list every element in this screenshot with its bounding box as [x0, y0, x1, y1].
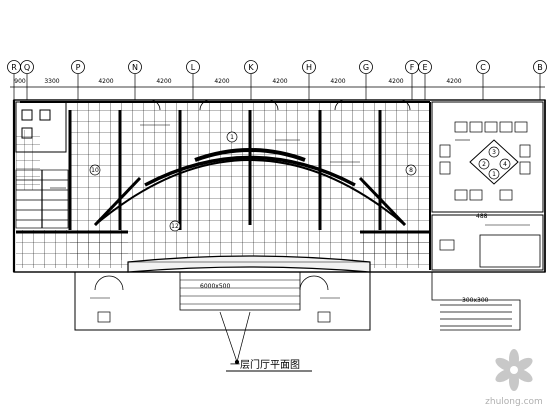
dimension-note: 488: [476, 213, 488, 220]
axis-label: K: [248, 63, 254, 72]
axis-bubble-c: C: [476, 60, 490, 74]
plan-tag: 12: [171, 223, 179, 230]
axis-label: R: [11, 63, 17, 72]
axis-bubble-l: L: [186, 60, 200, 74]
dimension-line-top: [10, 74, 545, 100]
axis-label: E: [422, 63, 427, 72]
plan-tag: 1: [230, 134, 234, 141]
drawing-title: 一层门厅平面图: [230, 358, 300, 371]
axis-label: F: [410, 63, 415, 72]
watermark-text: zhulong.com: [485, 397, 543, 407]
top-left-rooms: [15, 101, 67, 153]
diagonal-walls: [93, 176, 407, 227]
hall-walls: [16, 99, 431, 270]
axis-bubble-k: K: [244, 60, 258, 74]
left-stair: [15, 169, 69, 229]
diamond-tag: 4: [503, 161, 507, 168]
axis-label: C: [480, 63, 486, 72]
dimension-label: 4200: [214, 78, 229, 85]
axis-bubble-r: R: [7, 60, 21, 74]
diamond-tag: 2: [482, 161, 486, 168]
axis-bubble-p: P: [71, 60, 85, 74]
dimension-label: 4200: [98, 78, 113, 85]
dimension-labels: 900 3300 4200 4200 4200 4200 4200 4200 4…: [14, 78, 462, 85]
dimension-label: 3300: [44, 78, 59, 85]
dimension-notes: 6000x500 300x300 488: [200, 213, 489, 304]
plan-tag: 10: [91, 167, 99, 174]
axis-bubble-q: Q: [20, 60, 34, 74]
plan-tags: 1 10 12 8: [89, 131, 417, 232]
axis-bubble-n: N: [128, 60, 142, 74]
dimension-note: 300x300: [462, 297, 489, 304]
entrance-canopy: [127, 255, 371, 273]
plan-tag: 8: [409, 167, 413, 174]
axis-bubble-g: G: [359, 60, 373, 74]
front-structure: [74, 271, 371, 365]
axis-label: G: [363, 63, 369, 72]
lounge-area: [431, 101, 544, 213]
watermark-logo: [495, 349, 533, 391]
dimension-label: 4200: [330, 78, 345, 85]
room-label-marks: [50, 124, 530, 299]
dimension-label: 4200: [388, 78, 403, 85]
diamond-table-tags: 3 2 1 4: [478, 146, 511, 180]
dimension-label: 4200: [156, 78, 171, 85]
dimension-label: 4200: [446, 78, 461, 85]
right-lower-rooms: [431, 214, 544, 271]
diamond-tag: 1: [492, 171, 496, 178]
dimension-label: 900: [14, 78, 26, 85]
axis-bubble-f: F: [405, 60, 419, 74]
axis-label: B: [537, 63, 543, 72]
axis-label: H: [306, 63, 312, 72]
diamond-tag: 3: [492, 149, 496, 156]
axis-label: P: [76, 63, 81, 72]
axis-bubble-e: E: [418, 60, 432, 74]
axis-label: N: [132, 63, 138, 72]
dimension-label: 4200: [272, 78, 287, 85]
axis-bubble-b: B: [533, 60, 547, 74]
axis-label: Q: [24, 63, 30, 72]
right-stair: [431, 272, 521, 331]
dimension-note: 6000x500: [200, 283, 230, 290]
axis-label: L: [191, 63, 196, 72]
axis-bubble-h: H: [302, 60, 316, 74]
axis-bubble-row: R Q P N L K H G: [7, 60, 547, 74]
drawing-title-group: 一层门厅平面图: [226, 358, 312, 372]
